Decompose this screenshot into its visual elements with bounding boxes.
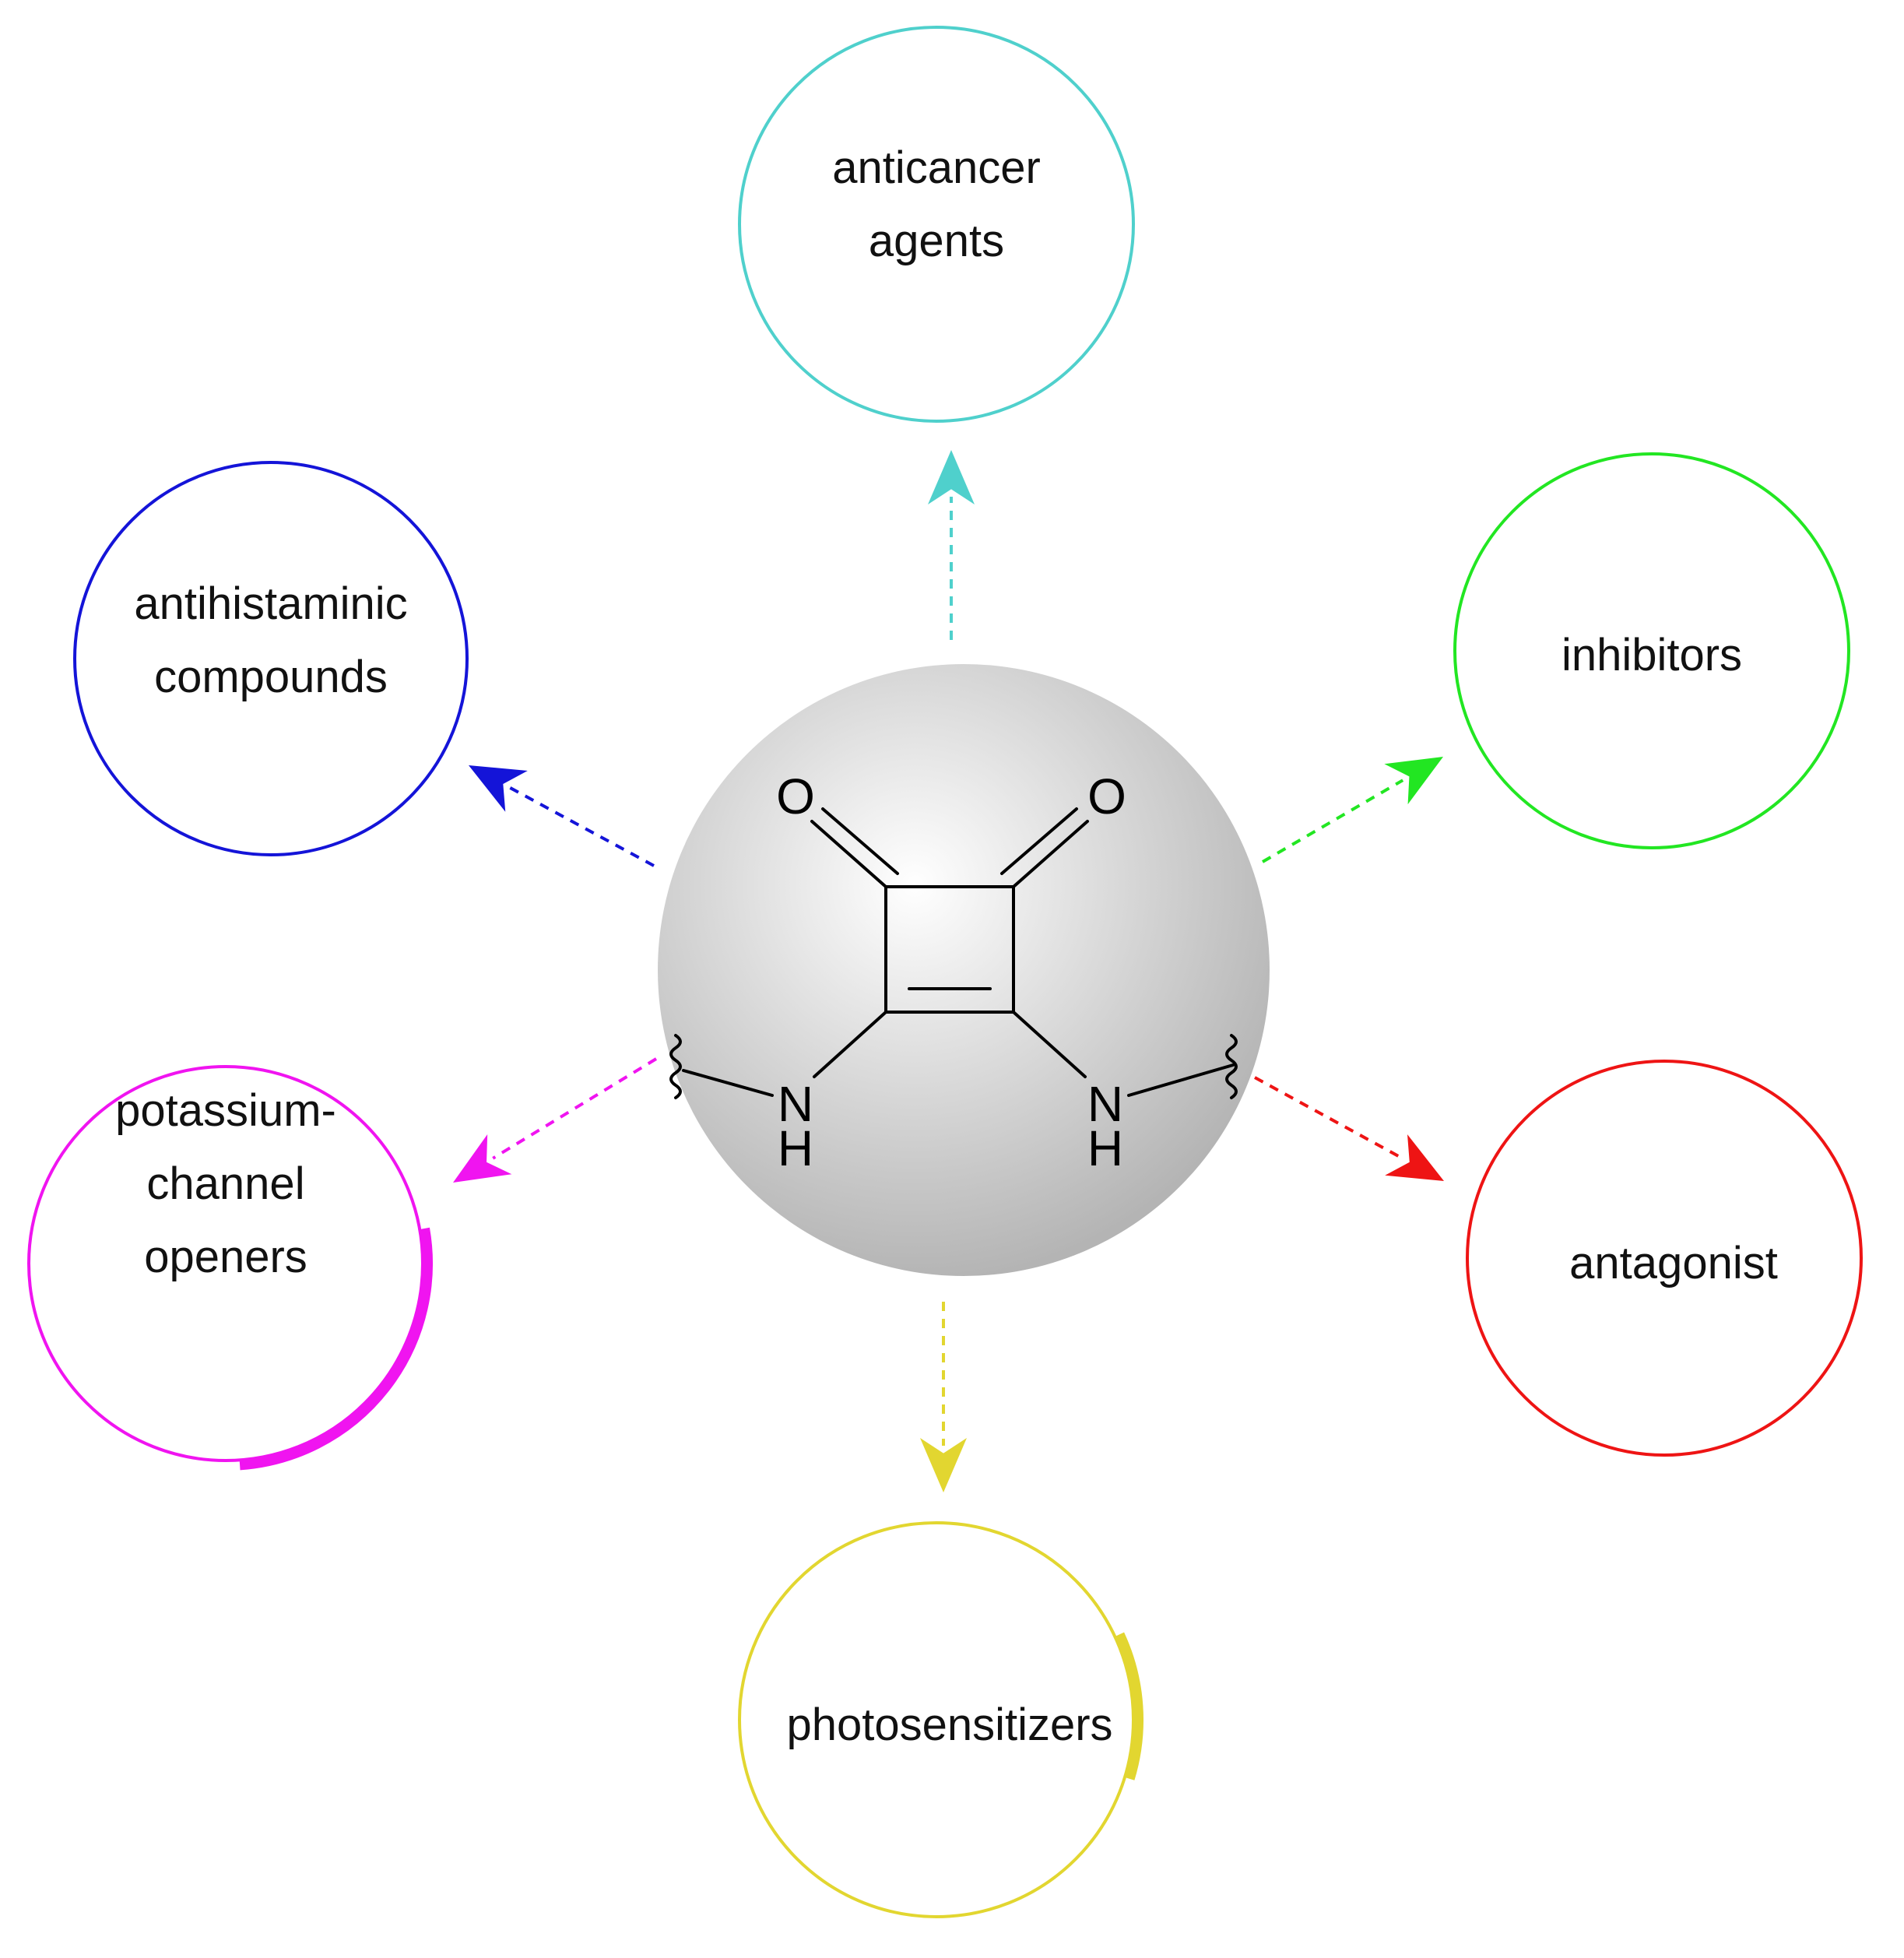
nr-bond-left (682, 1069, 774, 1097)
sphere-body (658, 664, 1270, 1276)
node-label-antihistaminic-line-2: compounds (154, 652, 388, 702)
carbonyl-right-bond-b (1000, 807, 1078, 875)
arrow-head-photosensitizers (920, 1438, 967, 1492)
arrow-head-antihistaminic (469, 765, 528, 812)
arrow-shaft-antagonist (1254, 1076, 1404, 1160)
cn-bond-right (1012, 1011, 1087, 1078)
node-potassium: potassium-channel openers (27, 1065, 433, 1471)
nitrogen-right-label: N (1087, 1076, 1123, 1132)
arrow-head-potassium (453, 1134, 512, 1183)
arrow-shaft-inhibitors (1261, 779, 1404, 863)
wavy-attachment-right (1225, 1034, 1238, 1099)
node-label-inhibitors-line-1: inhibitors (1561, 630, 1742, 680)
arrow-to-inhibitors (1261, 757, 1443, 863)
node-inhibitors: inhibitors (1453, 452, 1850, 849)
node-highlight-arc-photosensitizers (1114, 1632, 1143, 1780)
arrow-to-antagonist (1254, 1076, 1444, 1181)
node-antihistaminic: antihistaminic compounds (73, 461, 469, 856)
node-label-potassium-line-3: openers (144, 1232, 307, 1282)
node-label-anticancer-line-1: anticancer (832, 142, 1041, 193)
arrow-shaft-potassium (492, 1057, 658, 1160)
central-sphere: O O N H N H (658, 664, 1270, 1276)
oxygen-left-label: O (776, 768, 815, 824)
arrow-head-anticancer (928, 450, 975, 504)
node-circle-antihistaminic (73, 461, 469, 856)
connection-arrows (453, 450, 1444, 1492)
node-label-anticancer-line-2: agents (869, 216, 1004, 266)
node-photosensitizers: photosensitizers (738, 1521, 1143, 1918)
hydrogen-right-label: H (1087, 1120, 1123, 1176)
node-highlight-arc-potassium (239, 1227, 433, 1471)
node-circle-anticancer (738, 26, 1135, 423)
node-label-potassium-line-2: channel (146, 1158, 304, 1209)
arrow-to-potassium (453, 1057, 658, 1183)
arrow-head-antagonist (1385, 1134, 1444, 1181)
node-label-antagonist-line-1: antagonist (1569, 1238, 1778, 1288)
node-antagonist: antagonist (1466, 1060, 1863, 1457)
arrow-shaft-antihistaminic (508, 786, 655, 867)
application-nodes: anticancer agents antihistaminic compounds i… (27, 26, 1863, 1918)
node-circle-antagonist (1466, 1060, 1863, 1457)
node-circle-inhibitors (1453, 452, 1850, 849)
arrow-head-inhibitors (1384, 757, 1443, 805)
nitrogen-left-label: N (778, 1076, 813, 1132)
oxygen-right-label: O (1087, 768, 1126, 824)
node-label-photosensitizers-line-1: photosensitizers (786, 1700, 1112, 1750)
carbonyl-right-bond-a (1012, 820, 1089, 888)
node-label-antihistaminic-line-1: antihistaminic (134, 578, 407, 629)
wavy-attachment-left (669, 1034, 682, 1099)
hydrogen-left-label: H (778, 1120, 813, 1176)
arrow-to-anticancer (928, 450, 975, 640)
node-label-potassium-line-1: potassium- (115, 1085, 336, 1136)
arrow-to-antihistaminic (469, 765, 655, 867)
squaramide-structure: O O N H N H (669, 768, 1238, 1176)
cn-bond-left (813, 1011, 887, 1078)
carbonyl-left-bond-b (821, 807, 899, 875)
arrow-to-photosensitizers (920, 1302, 967, 1492)
nr-bond-right (1127, 1063, 1235, 1097)
carbonyl-left-bond-a (810, 820, 887, 888)
node-anticancer: anticancer agents (738, 26, 1135, 423)
